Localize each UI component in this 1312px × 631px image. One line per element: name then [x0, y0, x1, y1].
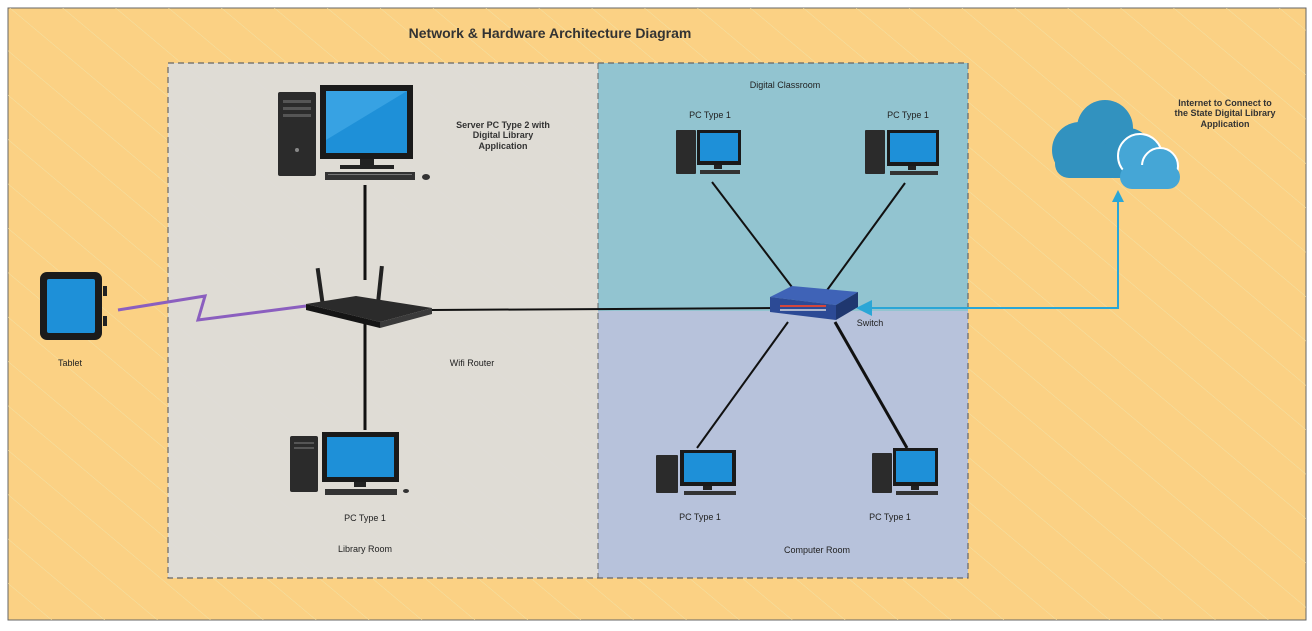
diagram-title: Network & Hardware Architecture Diagram — [408, 25, 692, 41]
classroom-pc-left[interactable] — [676, 130, 741, 174]
switch-computer-pc-right-link — [833, 321, 909, 449]
router-label: Wifi Router — [449, 358, 495, 368]
tower-icon — [676, 130, 696, 174]
classroom-pc-right-label: PC Type 1 — [887, 110, 929, 120]
library-pc[interactable] — [290, 432, 409, 495]
internet-link — [856, 195, 1119, 316]
switch-classroom-pc-right-link — [824, 182, 906, 294]
classroom-pc-right[interactable] — [865, 130, 939, 175]
tablet-label: Tablet — [57, 358, 83, 368]
switch-label: Switch — [856, 318, 884, 328]
monitor-icon — [893, 448, 938, 490]
tablet-icon[interactable] — [40, 272, 107, 340]
monitor-icon — [697, 130, 741, 169]
tower-icon — [278, 92, 316, 176]
library-room-label: Library Room — [337, 544, 393, 554]
computer-pc-left-label: PC Type 1 — [679, 512, 721, 522]
library-pc-label: PC Type 1 — [344, 513, 386, 523]
monitor-icon — [322, 432, 399, 487]
internet-label: Internet to Connect to the State Digital… — [1174, 98, 1276, 129]
switch-classroom-pc-left-link — [711, 181, 799, 296]
router-switch-link — [431, 307, 781, 311]
computer-room-label: Computer Room — [783, 545, 851, 555]
switch-computer-pc-left-link — [696, 321, 789, 449]
cloud-icon[interactable] — [1052, 100, 1180, 189]
monitor-icon — [887, 130, 939, 170]
server-pc[interactable] — [278, 85, 430, 180]
digital-classroom-zone — [598, 63, 968, 311]
classroom-zone-label: Digital Classroom — [749, 80, 821, 90]
computer-pc-right-label: PC Type 1 — [869, 512, 911, 522]
wireless-link — [117, 294, 307, 322]
classroom-pc-left-label: PC Type 1 — [689, 110, 731, 120]
router-icon[interactable] — [306, 265, 432, 328]
server-label: Server PC Type 2 with Digital Library Ap… — [456, 120, 550, 151]
tower-icon — [656, 455, 678, 493]
tower-icon — [872, 453, 892, 493]
computer-pc-left[interactable] — [656, 450, 736, 495]
computer-pc-right[interactable] — [872, 448, 938, 495]
switch-icon[interactable] — [770, 286, 858, 320]
monitor-icon — [680, 450, 736, 490]
computer-room-zone — [598, 311, 968, 578]
monitor-icon — [320, 85, 413, 169]
tower-icon — [865, 130, 885, 174]
tower-icon — [290, 436, 318, 492]
